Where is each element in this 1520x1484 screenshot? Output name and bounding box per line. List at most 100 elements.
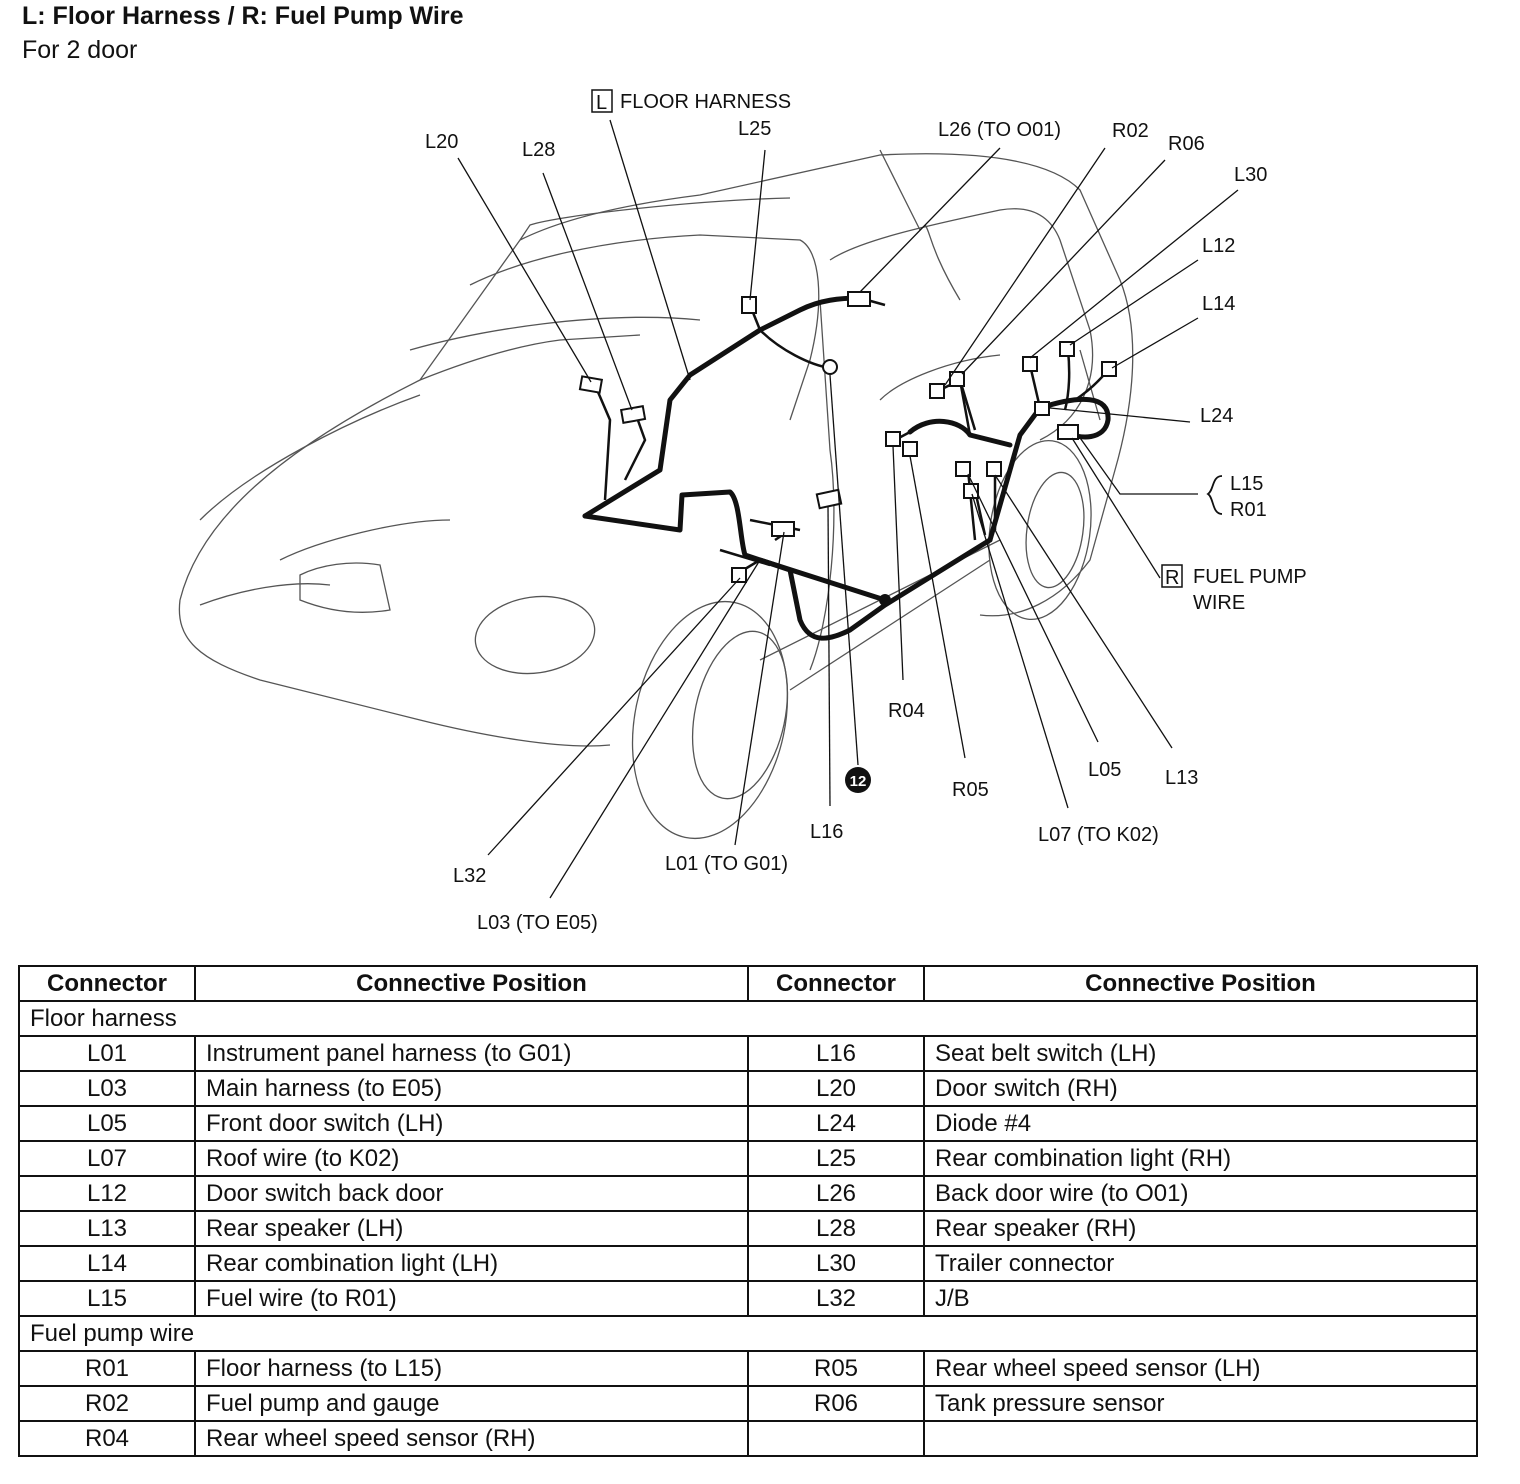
floor-harness-box xyxy=(591,89,613,113)
section-label: Floor harness xyxy=(18,1000,1478,1037)
table-cell: L16 xyxy=(747,1035,925,1072)
table-cell: Fuel pump and gauge xyxy=(194,1385,749,1422)
table-cell: Roof wire (to K02) xyxy=(194,1140,749,1177)
table-cell: J/B xyxy=(923,1280,1478,1317)
fuel-pump-wire-box xyxy=(1161,564,1183,588)
table-cell: L03 xyxy=(18,1070,196,1107)
fuel-pump-wire-box-letter: R xyxy=(1165,567,1179,589)
table-cell: Diode #4 xyxy=(923,1105,1478,1142)
table-cell: L30 xyxy=(747,1245,925,1282)
table-cell: Rear combination light (LH) xyxy=(194,1245,749,1282)
column-header: Connective Position xyxy=(923,965,1478,1002)
label-L26: L26 (TO O01) xyxy=(938,119,1061,141)
table-cell: Rear wheel speed sensor (LH) xyxy=(923,1350,1478,1387)
table-cell: Seat belt switch (LH) xyxy=(923,1035,1478,1072)
label-L03: L03 (TO E05) xyxy=(477,912,598,934)
table-cell: R06 xyxy=(747,1385,925,1422)
section-row-floor-harness: Floor harness xyxy=(18,1000,1478,1037)
label-L14: L14 xyxy=(1202,293,1235,315)
label-L05: L05 xyxy=(1088,759,1121,781)
table-cell: Fuel wire (to R01) xyxy=(194,1280,749,1317)
table-cell: L20 xyxy=(747,1070,925,1107)
table-cell: R01 xyxy=(18,1350,196,1387)
table-cell: L07 xyxy=(18,1140,196,1177)
label-R02: R02 xyxy=(1112,120,1149,142)
label-R05: R05 xyxy=(952,779,989,801)
table-cell: L25 xyxy=(747,1140,925,1177)
table-cell: L24 xyxy=(747,1105,925,1142)
label-L16: L16 xyxy=(810,821,843,843)
table-cell: L28 xyxy=(747,1210,925,1247)
section-label: Fuel pump wire xyxy=(18,1315,1478,1352)
label-L07: L07 (TO K02) xyxy=(1038,824,1159,846)
leader-lines xyxy=(457,119,1239,899)
label-L24: L24 xyxy=(1200,405,1233,427)
table-cell: Tank pressure sensor xyxy=(923,1385,1478,1422)
label-L28: L28 xyxy=(522,139,555,161)
fuel-pump-wire-label-line2: WIRE xyxy=(1193,592,1245,614)
table-cell: Back door wire (to O01) xyxy=(923,1175,1478,1212)
table-header-row: Connector Connective Position Connector … xyxy=(18,965,1478,1002)
table-cell: L14 xyxy=(18,1245,196,1282)
table-cell: L13 xyxy=(18,1210,196,1247)
table-cell: Front door switch (LH) xyxy=(194,1105,749,1142)
table-cell: L12 xyxy=(18,1175,196,1212)
label-R01: R01 xyxy=(1230,499,1267,521)
table-cell: L26 xyxy=(747,1175,925,1212)
table-cell: L15 xyxy=(18,1280,196,1317)
floor-harness-box-letter: L xyxy=(596,92,607,114)
connector-table: Connector Connective Position Connector … xyxy=(18,965,1478,1457)
table-cell: R02 xyxy=(18,1385,196,1422)
splice-point xyxy=(879,594,891,606)
label-L30: L30 xyxy=(1234,164,1267,186)
table-cell: Floor harness (to L15) xyxy=(194,1350,749,1387)
column-header: Connector xyxy=(747,965,925,1002)
label-L12: L12 xyxy=(1202,235,1235,257)
label-L15: L15 xyxy=(1230,473,1263,495)
column-header: Connective Position xyxy=(194,965,749,1002)
ground-point-icon xyxy=(845,767,871,793)
harness-diagram: L FLOOR HARNESS R FUEL PUMP WIRE L20 L28… xyxy=(178,89,1307,934)
table-cell: Trailer connector xyxy=(923,1245,1478,1282)
label-R06: R06 xyxy=(1168,133,1205,155)
floor-harness-label: FLOOR HARNESS xyxy=(620,91,791,113)
table-cell: Rear combination light (RH) xyxy=(923,1140,1478,1177)
table-cell: Door switch (RH) xyxy=(923,1070,1478,1107)
table-cell xyxy=(747,1420,925,1457)
table-cell: L05 xyxy=(18,1105,196,1142)
label-L20: L20 xyxy=(425,131,458,153)
vehicle-outline xyxy=(178,149,1134,840)
label-L01: L01 (TO G01) xyxy=(665,853,788,875)
label-L25: L25 xyxy=(738,118,771,140)
ground-point-number: 12 xyxy=(850,773,867,790)
connector-blocks xyxy=(578,291,1117,606)
table-cell: Rear speaker (RH) xyxy=(923,1210,1478,1247)
brace-L15-R01 xyxy=(1206,475,1223,515)
label-L32: L32 xyxy=(453,865,486,887)
table-cell: L32 xyxy=(747,1280,925,1317)
table-cell xyxy=(923,1420,1478,1457)
table-cell: Rear speaker (LH) xyxy=(194,1210,749,1247)
table-cell: R05 xyxy=(747,1350,925,1387)
table-cell: L01 xyxy=(18,1035,196,1072)
table-cell: R04 xyxy=(18,1420,196,1457)
connector-labels: L20 L28 L25 L26 (TO O01) R02 R06 L30 L12… xyxy=(425,118,1267,934)
table-cell: Door switch back door xyxy=(194,1175,749,1212)
harness-wires xyxy=(582,295,1111,641)
label-R04: R04 xyxy=(888,700,925,722)
label-L13: L13 xyxy=(1165,767,1198,789)
column-header: Connector xyxy=(18,965,196,1002)
page-title: L: Floor Harness / R: Fuel Pump Wire xyxy=(22,2,464,30)
harness-labels: L FLOOR HARNESS R FUEL PUMP WIRE xyxy=(591,89,1307,614)
